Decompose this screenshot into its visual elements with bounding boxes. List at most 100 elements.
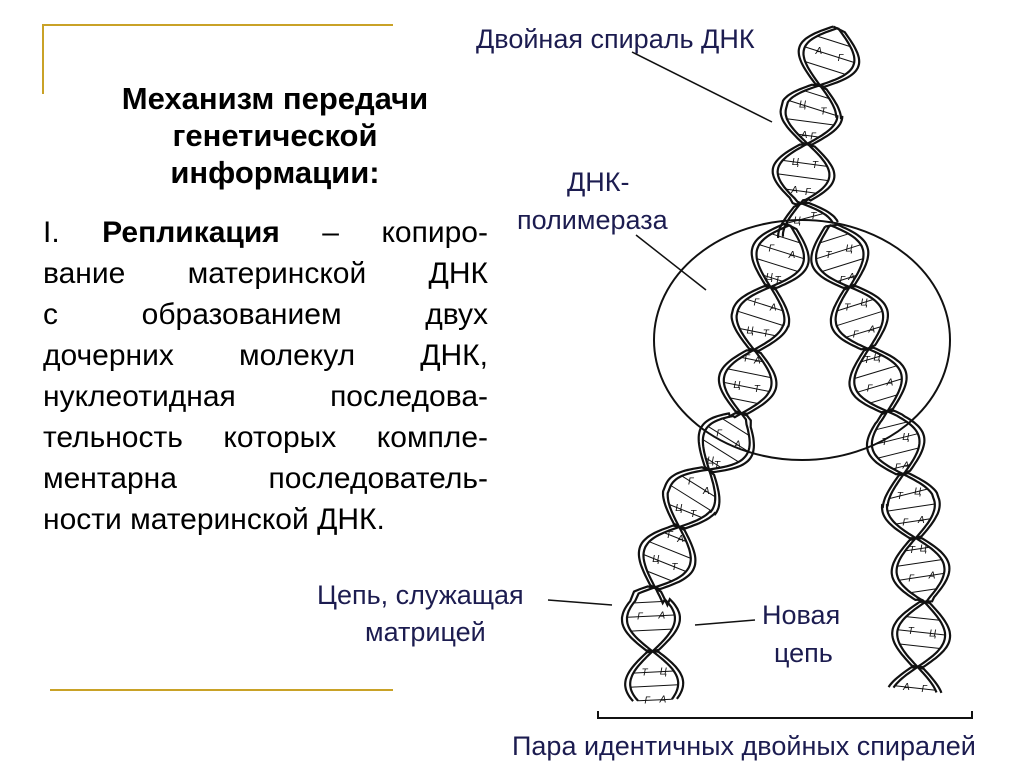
new-strand-label-line-2: цепь <box>774 638 833 668</box>
parent-helix-base-pair <box>785 188 817 194</box>
parent-helix-base-pair <box>788 100 837 116</box>
parent-helix-nucleotide-letter: Ц <box>794 216 801 227</box>
right-daughter-helix-base-pair <box>875 421 908 431</box>
left-daughter-helix-base-pair <box>663 532 687 542</box>
right-daughter-helix-nucleotide-letter: Ц <box>920 543 927 554</box>
right-daughter-helix-nucleotide-letter: А <box>886 378 894 389</box>
parent-helix-base-pair <box>777 173 829 182</box>
left-daughter-helix-base-pair <box>638 698 672 702</box>
right-daughter-helix-base-pair <box>854 365 897 379</box>
parent-helix-base-pair <box>805 61 846 75</box>
parent-helix-strand-2 <box>771 25 844 223</box>
parent-helix-base-pair <box>782 159 828 167</box>
right-daughter-helix-base-pair <box>895 518 931 525</box>
definition-line-8: ности материнской ДНК. <box>43 503 385 536</box>
right-daughter-helix-strand-4 <box>825 223 952 688</box>
right-daughter-helix-base-pair <box>905 546 930 552</box>
right-daughter-helix-base-pair <box>857 378 902 393</box>
right-daughter-helix-nucleotide-letter: Т <box>844 303 851 314</box>
right-daughter-helix-base-pair <box>860 355 883 363</box>
right-daughter-helix-base-pair <box>821 258 864 272</box>
left-daughter-helix-nucleotide-letter: Г <box>769 244 776 255</box>
right-daughter-helix-strand-1 <box>815 224 946 693</box>
identical-helices-label: Пара идентичных двойных спиралей <box>512 731 976 761</box>
parent-helix-base-pair <box>786 118 835 126</box>
left-daughter-helix-base-pair <box>630 628 673 632</box>
left-daughter-helix-base-pair <box>630 684 679 688</box>
left-daughter-helix-nucleotide-letter: А <box>769 303 777 314</box>
new-strand-label-line-1: Новая <box>762 600 841 630</box>
definition-line-2: вание материнской ДНК <box>43 257 488 290</box>
right-daughter-helix-nucleotide-letter: Г <box>853 329 860 340</box>
left-daughter-helix-base-pair <box>723 381 770 392</box>
left-daughter-helix-base-pair <box>643 554 687 572</box>
right-daughter-helix-base-pair <box>837 274 857 282</box>
parent-helix-nucleotide-letter: Ц <box>792 157 799 168</box>
title-line-2: генетической <box>172 118 378 153</box>
left-daughter-helix-base-pair <box>741 356 764 363</box>
right-daughter-helix-nucleotide-letter: Г <box>908 573 915 584</box>
right-daughter-helix-base-pair <box>889 488 928 500</box>
left-daughter-helix-base-pair <box>729 397 758 404</box>
right-daughter-helix-base-pair <box>836 310 883 327</box>
definition-line-5: нуклеотидная последова- <box>43 380 488 413</box>
left-daughter-helix-base-pair <box>633 670 674 674</box>
right-daughter-helix-base-pair <box>815 244 861 260</box>
template-strand-label-line-2: матрицей <box>365 617 486 647</box>
parent-helix-strand-3 <box>781 27 856 237</box>
left-daughter-helix-nucleotide-letter: Т <box>671 562 678 573</box>
parent-helix-base-pair <box>804 90 830 100</box>
left-daughter-helix-nucleotide-letter: Г <box>716 428 723 439</box>
left-daughter-helix-base-pair <box>759 244 805 260</box>
left-daughter-helix-base-pair <box>705 457 722 468</box>
right-daughter-helix-nucleotide-letter: А <box>902 682 910 693</box>
left-daughter-helix-base-pair <box>626 614 675 618</box>
parent-helix-nucleotide-letter: А <box>800 130 808 141</box>
left-daughter-helix-base-pair <box>771 233 801 244</box>
parent-helix-base-pair <box>804 46 855 63</box>
left-daughter-helix-base-pair <box>756 258 799 272</box>
right-daughter-helix-base-pair <box>910 588 937 594</box>
left-daughter-helix-nucleotide-letter: Ц <box>660 667 667 678</box>
parent-helix-base-pair <box>786 213 824 224</box>
parent-helix-base-pair <box>797 133 820 138</box>
left-daughter-helix-base-pair <box>669 504 703 519</box>
parent-helix-nucleotide-letter: Т <box>820 106 827 117</box>
right-daughter-helix-base-pair <box>871 433 918 446</box>
right-daughter-helix-nucleotide-letter: Т <box>897 491 904 502</box>
right-daughter-helix-nucleotide-letter: Т <box>825 250 832 261</box>
left-daughter-helix-nucleotide-letter: Т <box>642 668 649 679</box>
section-numeral: I. <box>43 216 103 249</box>
top-accent-line <box>43 24 393 26</box>
double-helix-pointer <box>631 51 773 123</box>
definition-line-1: I. Репликация – копиро- <box>43 216 488 249</box>
definition-line-6: тельность которых компле- <box>43 421 488 454</box>
parent-helix-nucleotide-letter: Т <box>812 160 819 171</box>
parent-helix-nucleotide-letter: Г <box>810 131 817 142</box>
right-daughter-helix-base-pair <box>836 298 874 312</box>
right-daughter-helix-base-pair <box>877 447 919 459</box>
left-daughter-helix-nucleotide-letter: Г <box>644 695 651 706</box>
parent-helix-base-pair <box>817 35 851 48</box>
right-daughter-helix-nucleotide-letter: Т <box>908 626 915 637</box>
left-daughter-helix-nucleotide-letter: Т <box>754 384 761 395</box>
left-daughter-helix-strand-4 <box>624 222 810 702</box>
left-daughter-helix-base-pair <box>746 298 784 312</box>
right-daughter-helix-nucleotide-letter: Т <box>882 437 889 448</box>
right-daughter-helix-base-pair <box>906 616 940 621</box>
right-daughter-helix-base-pair <box>897 559 942 567</box>
left-accent-line <box>42 24 44 94</box>
right-daughter-helix-nucleotide-letter: А <box>847 272 855 283</box>
right-daughter-helix-base-pair <box>870 394 898 404</box>
right-daughter-helix-strand-2 <box>810 225 951 694</box>
left-daughter-helix-nucleotide-letter: А <box>753 356 761 367</box>
right-daughter-helix-base-pair <box>845 326 882 338</box>
polymerase-circle <box>653 219 951 461</box>
left-daughter-helix-nucleotide-letter: А <box>702 486 710 497</box>
left-daughter-helix-base-pair <box>670 485 712 512</box>
right-daughter-helix-base-pair <box>898 572 945 581</box>
left-daughter-helix-base-pair <box>702 439 739 463</box>
right-daughter-helix-base-pair <box>894 685 936 691</box>
template-strand-label-line-1: Цепь, служащая <box>317 580 524 610</box>
